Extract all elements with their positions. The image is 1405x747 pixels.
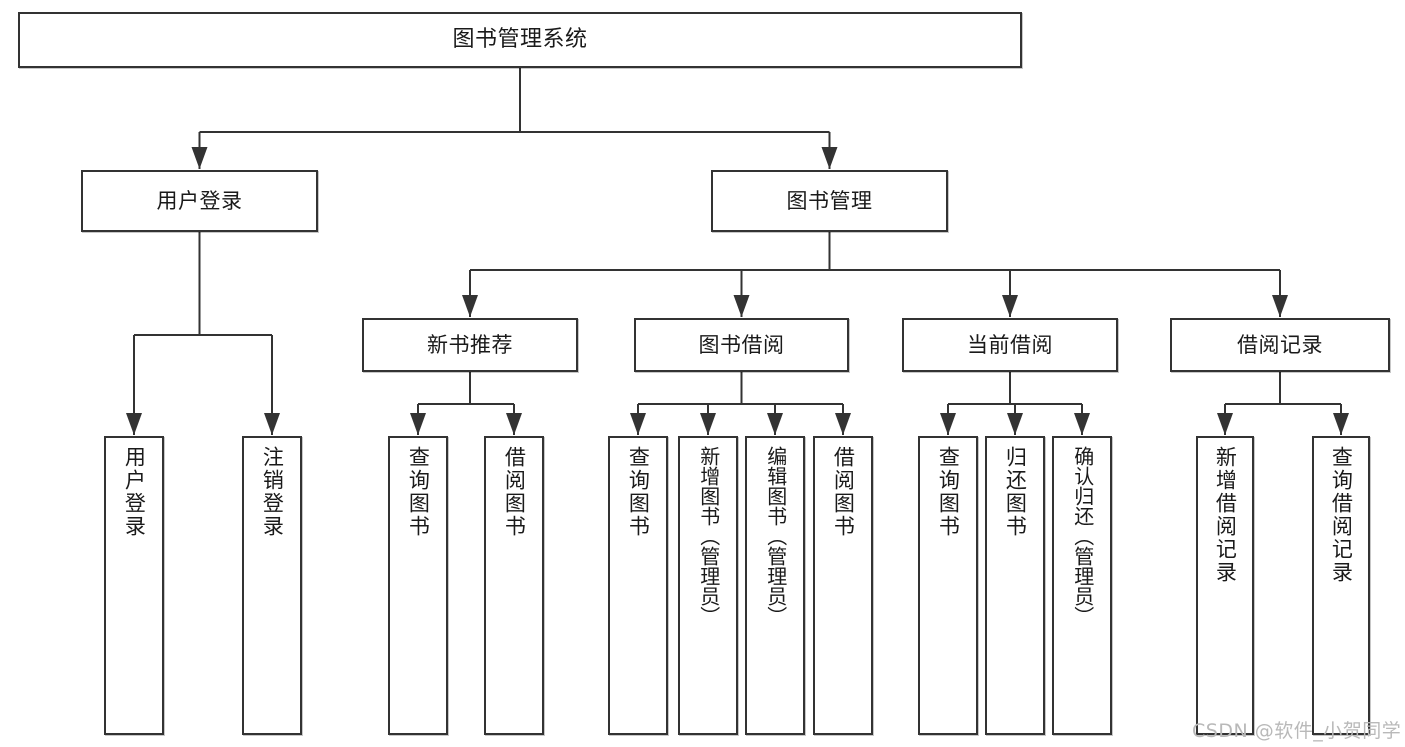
node-label: 查询借阅记录 [1329, 446, 1354, 584]
node-label: 确认归还（管理员） [1070, 446, 1095, 626]
node-label: 归还图书 [1003, 446, 1028, 538]
node-label: 用户登录 [122, 446, 147, 538]
node-label: 新书推荐 [427, 332, 513, 357]
node-label: 查询图书 [936, 446, 961, 538]
node-leaf-8[interactable]: 借阅图书 [813, 436, 873, 735]
node-root[interactable]: 图书管理系统 [18, 12, 1022, 68]
node-leaf-12[interactable]: 新增借阅记录 [1196, 436, 1254, 735]
node-leaf-3[interactable]: 查询图书 [388, 436, 448, 735]
node-label: 图书管理 [786, 188, 873, 213]
node-label: 新增图书（管理员） [696, 446, 721, 626]
node-label: 查询图书 [406, 446, 431, 538]
node-borrow-rec[interactable]: 借阅记录 [1170, 318, 1390, 372]
node-label: 图书借阅 [698, 332, 785, 357]
node-leaf-4[interactable]: 借阅图书 [484, 436, 544, 735]
node-leaf-2[interactable]: 注销登录 [242, 436, 302, 735]
node-new-book[interactable]: 新书推荐 [362, 318, 578, 372]
node-book-mgmt[interactable]: 图书管理 [711, 170, 948, 232]
node-label: 借阅记录 [1237, 332, 1323, 357]
node-leaf-10[interactable]: 归还图书 [985, 436, 1045, 735]
node-leaf-13[interactable]: 查询借阅记录 [1312, 436, 1370, 735]
node-cur-borrow[interactable]: 当前借阅 [902, 318, 1118, 372]
node-leaf-9[interactable]: 查询图书 [918, 436, 978, 735]
node-book-borrow[interactable]: 图书借阅 [634, 318, 849, 372]
node-leaf-5[interactable]: 查询图书 [608, 436, 668, 735]
node-label: 编辑图书（管理员） [763, 446, 788, 626]
node-leaf-1[interactable]: 用户登录 [104, 436, 164, 735]
node-label: 用户登录 [156, 188, 243, 213]
node-user-login[interactable]: 用户登录 [81, 170, 318, 232]
node-label: 查询图书 [626, 446, 651, 538]
node-label: 注销登录 [260, 446, 285, 538]
node-label: 借阅图书 [502, 446, 527, 538]
node-label: 新增借阅记录 [1213, 446, 1238, 584]
node-leaf-7[interactable]: 编辑图书（管理员） [745, 436, 805, 735]
node-leaf-6[interactable]: 新增图书（管理员） [678, 436, 738, 735]
node-leaf-11[interactable]: 确认归还（管理员） [1052, 436, 1112, 735]
node-label: 借阅图书 [831, 446, 856, 538]
node-label: 图书管理系统 [452, 27, 588, 53]
node-label: 当前借阅 [967, 332, 1053, 357]
csdn-watermark: CSDN @软件_小贺同学 [1192, 720, 1402, 742]
